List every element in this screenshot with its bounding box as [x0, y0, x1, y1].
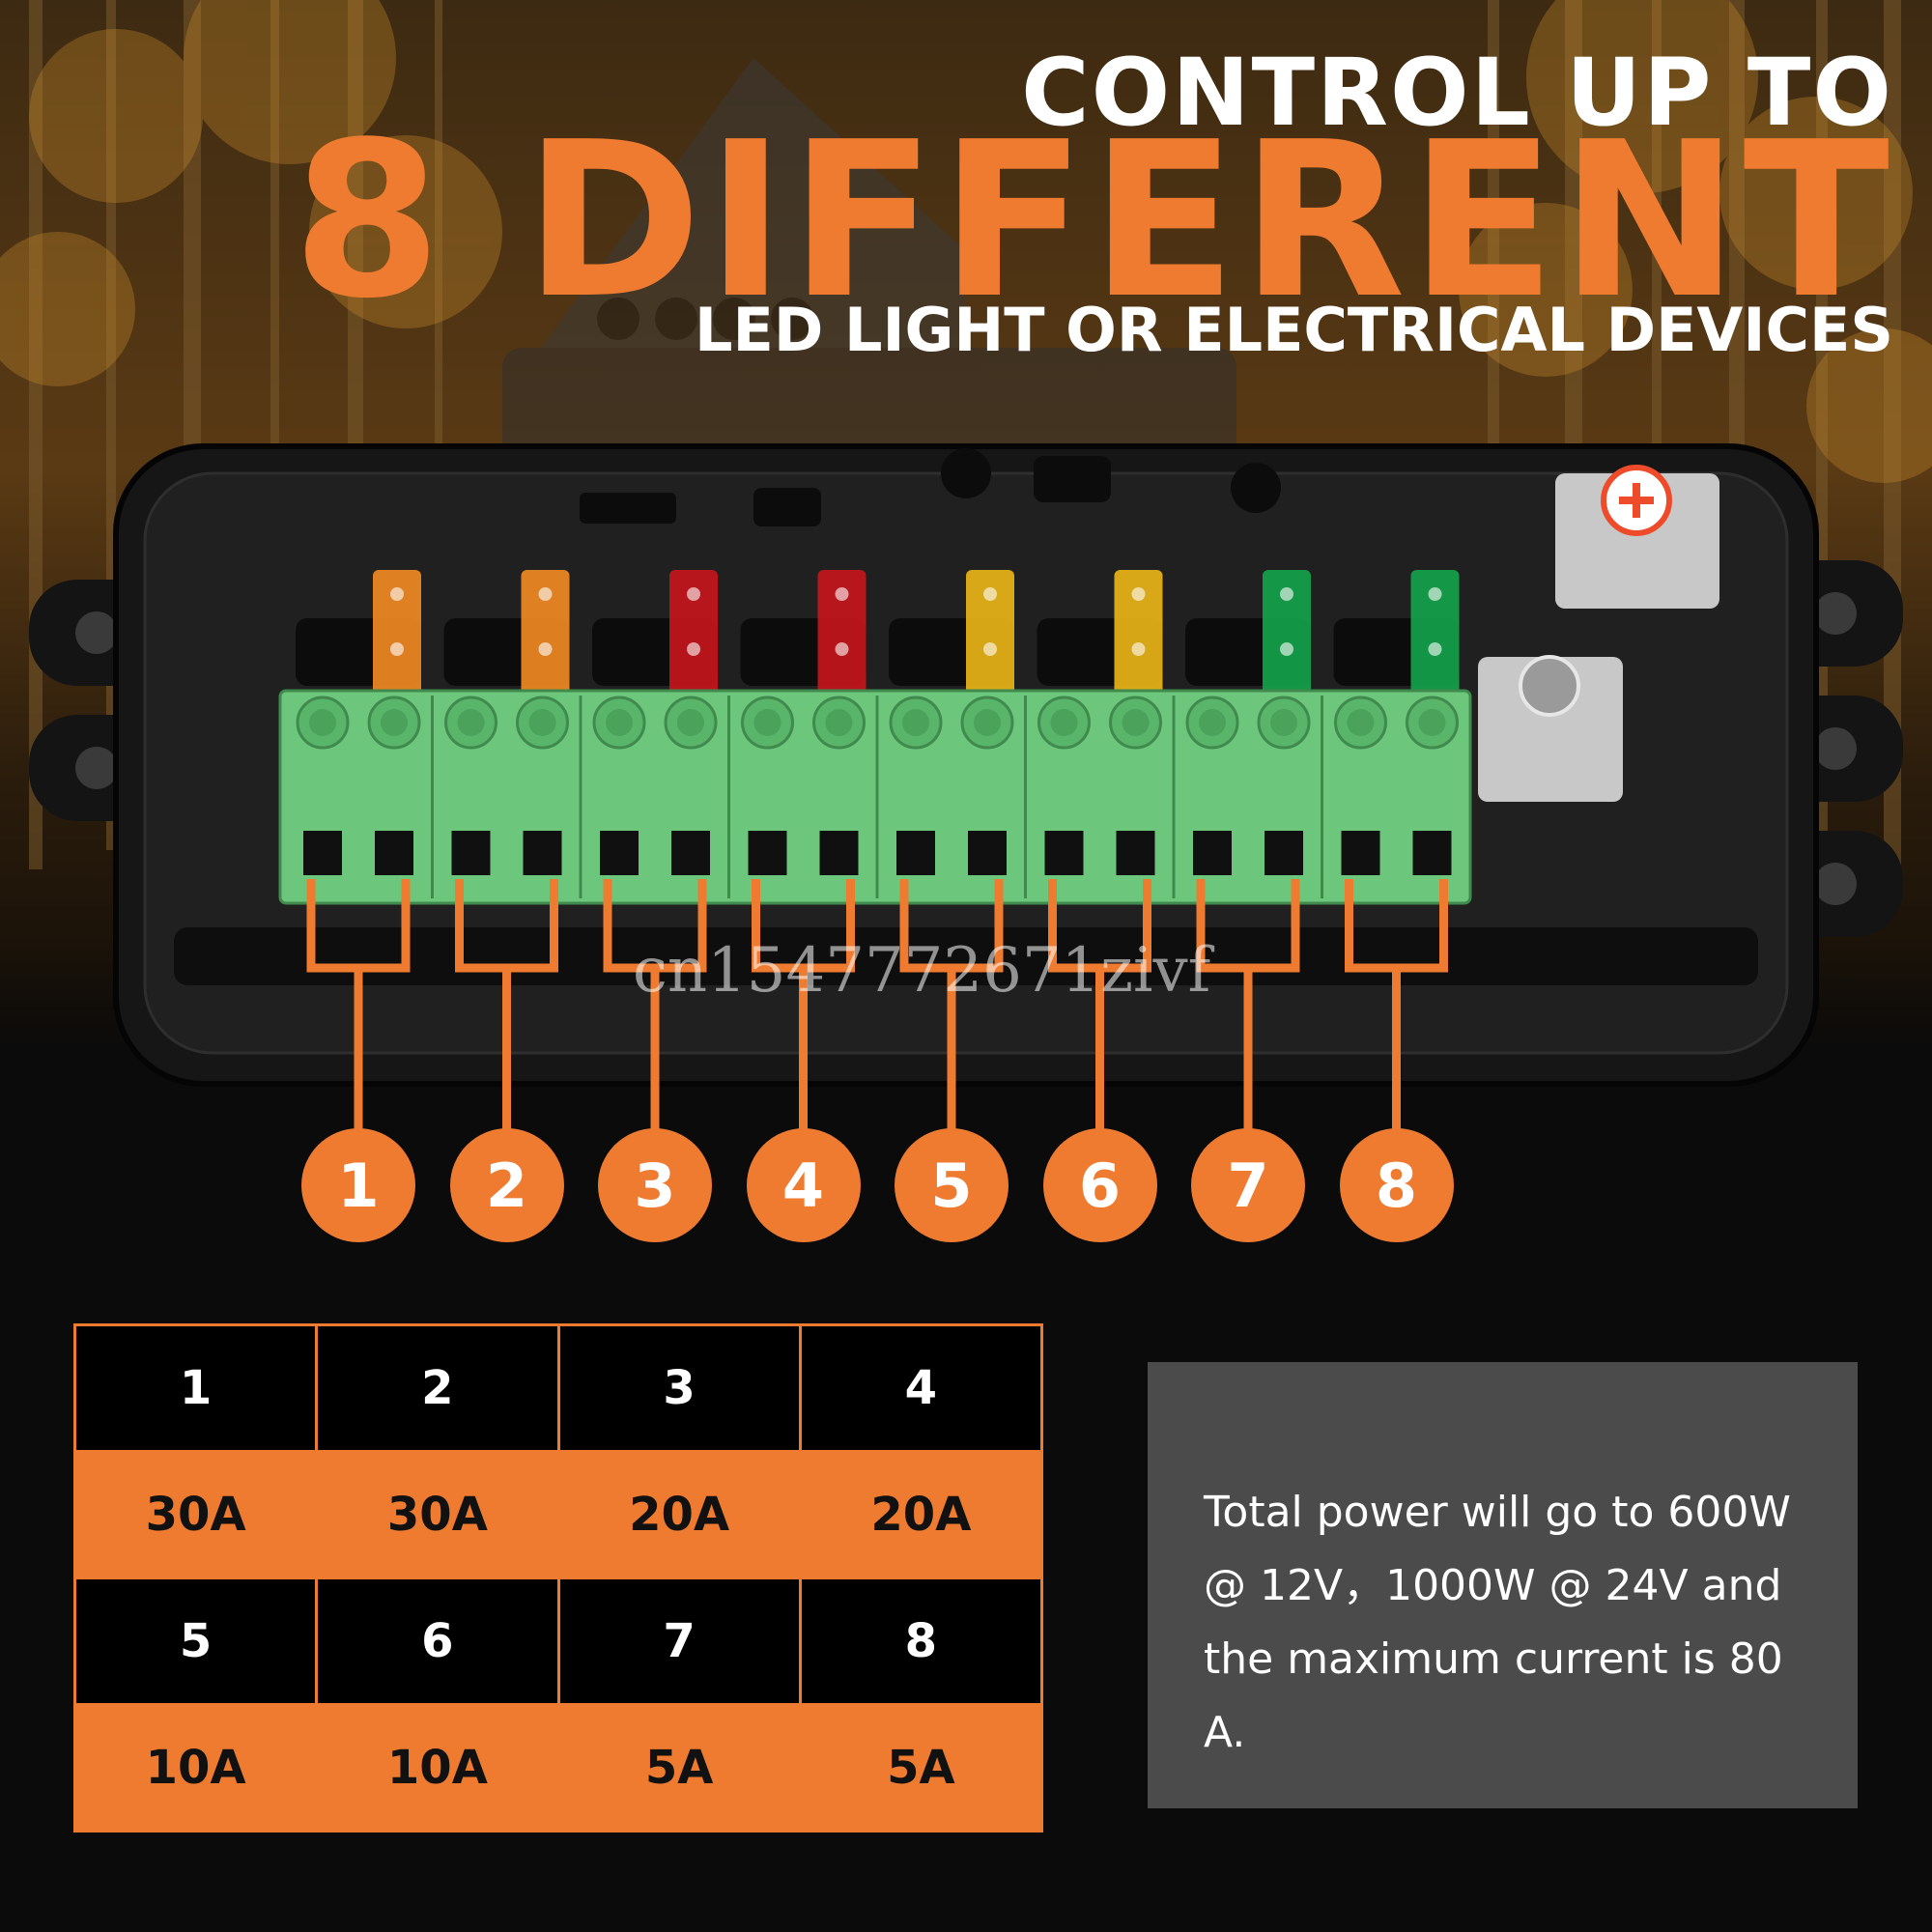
switch-panel-board	[75, 446, 1857, 1135]
channel-7-bracket	[1196, 879, 1300, 1135]
channel-7-marker: 7	[1191, 1128, 1305, 1242]
channel-8-marker: 8	[1339, 1128, 1454, 1242]
power-info-line-2: @ 12V，1000W @ 24V and	[1204, 1561, 1782, 1610]
table-cell-channel: 8	[798, 1577, 1044, 1706]
wire-hole	[896, 831, 935, 875]
wire-hole	[968, 831, 1007, 875]
wire-hole	[375, 831, 413, 875]
table-cell-channel: 4	[798, 1323, 1044, 1453]
table-cell-channel: 7	[556, 1577, 802, 1706]
wire-hole	[748, 831, 787, 875]
wire-hole	[819, 831, 859, 875]
watermark: cn1547772671zivf	[633, 935, 1211, 1007]
channel-3-bracket	[603, 879, 707, 1135]
terminal-block	[278, 689, 1472, 905]
channel-brackets	[306, 879, 1448, 1135]
table-cell-rating: 5A	[556, 1703, 802, 1833]
wire-hole	[1264, 831, 1303, 875]
channel-5-marker: 5	[895, 1128, 1009, 1242]
power-info-line-3: the maximum current is 80 A.	[1204, 1634, 1783, 1757]
channel-5-bracket	[899, 879, 1004, 1135]
wire-hole	[303, 831, 342, 875]
table-cell-channel: 2	[315, 1323, 560, 1453]
table-cell-rating: 30A	[315, 1450, 560, 1579]
table-cell-rating: 10A	[72, 1703, 319, 1833]
table-cell-channel: 3	[556, 1323, 802, 1453]
headline-line-3: LED LIGHT OR ELECTRICAL DEVICES	[695, 295, 1893, 365]
channel-4-marker: 4	[746, 1128, 861, 1242]
power-info-line-1: Total power will go to 600W	[1204, 1488, 1791, 1537]
wire-hole	[1044, 831, 1084, 875]
table-cell-rating: 5A	[798, 1703, 1044, 1833]
headline-line-1: CONTROL UP TO	[1021, 39, 1893, 147]
table-cell-channel: 5	[72, 1577, 319, 1706]
fuse-5	[966, 570, 1014, 696]
fuse-4	[817, 570, 867, 696]
wire-hole	[1193, 831, 1232, 875]
channel-6-marker: 6	[1042, 1128, 1157, 1242]
channel-6-bracket	[1048, 879, 1151, 1135]
wire-hole	[671, 831, 710, 875]
wire-hole	[600, 831, 639, 875]
table-cell-rating: 10A	[315, 1703, 560, 1833]
channel-4-bracket	[752, 879, 855, 1135]
fuse-7	[1263, 570, 1311, 696]
fuse-6	[1114, 570, 1163, 696]
wire-hole	[523, 831, 562, 875]
channel-2-marker: 2	[449, 1128, 564, 1242]
wire-hole	[1412, 831, 1452, 875]
headline-line-2: 8 DIFFERENT	[292, 97, 1893, 346]
table-cell-channel: 1	[72, 1323, 319, 1453]
wire-hole	[1116, 831, 1155, 875]
power-info-box: Total power will go to 600W @ 12V，1000W …	[1148, 1362, 1858, 1808]
table-cell-rating: 20A	[556, 1450, 802, 1579]
channel-2-bracket	[455, 879, 558, 1135]
table-cell-rating: 20A	[798, 1450, 1044, 1579]
channel-8-bracket	[1345, 879, 1448, 1135]
fuse-1	[373, 570, 421, 696]
channel-3-marker: 3	[598, 1128, 712, 1242]
fuse-8	[1410, 570, 1460, 696]
table-cell-channel: 6	[315, 1577, 560, 1706]
channel-1-bracket	[306, 879, 411, 1135]
fuse-3	[669, 570, 718, 696]
wire-hole	[1341, 831, 1380, 875]
wire-hole	[451, 831, 491, 875]
table-cell-rating: 30A	[72, 1450, 319, 1579]
fuse-2	[521, 570, 570, 696]
fuse-row	[296, 570, 1460, 696]
channel-1-marker: 1	[301, 1128, 415, 1242]
